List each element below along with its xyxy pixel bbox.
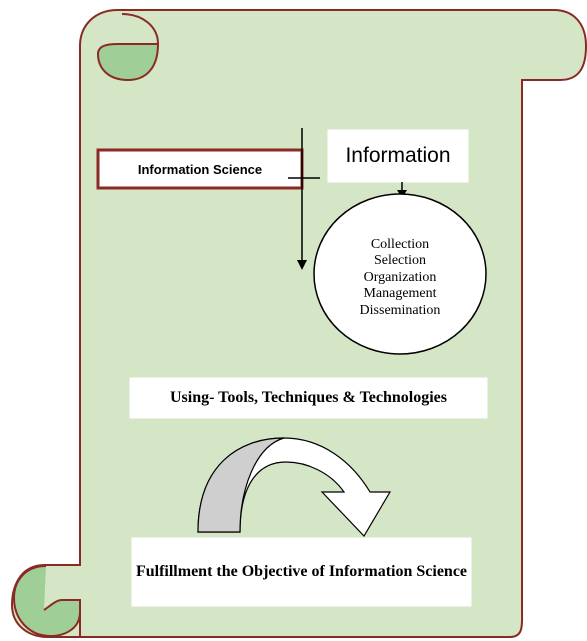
process-step: Management (363, 286, 437, 302)
scroll-top-curl (96, 43, 160, 82)
curved-arrow-shadow (197, 437, 285, 533)
process-step: Organization (363, 269, 437, 285)
process-step: Dissemination (359, 302, 441, 318)
scroll-top-fold-line (121, 13, 159, 45)
information-label: Information (345, 144, 451, 167)
tools-box (129, 377, 488, 419)
process-step: Collection (370, 236, 430, 252)
tools-label: Using- Tools, Techniques & Technologies (170, 389, 447, 406)
information-science-label: Information Science (137, 161, 263, 177)
process-ellipse (313, 193, 487, 355)
process-steps-list: Collection Selection Organization Manage… (316, 228, 484, 328)
objective-label: Fulfillment the Objective of Information… (135, 563, 468, 580)
process-step: Selection (373, 253, 427, 269)
objective-box (131, 537, 472, 607)
down-arrow-head (297, 260, 307, 270)
scroll-bottom-curl (12, 565, 81, 638)
information-box (327, 129, 469, 183)
